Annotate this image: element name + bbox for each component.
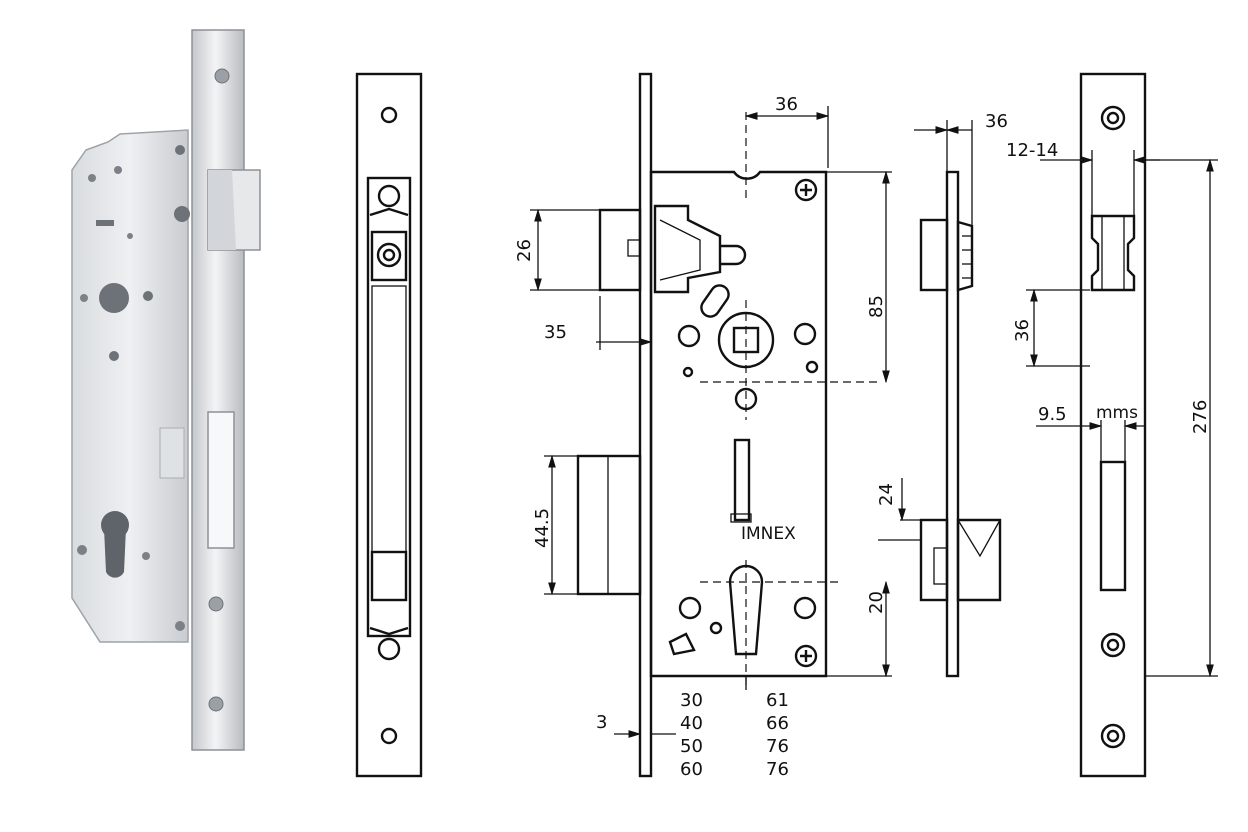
case-depth-value: 66: [766, 713, 789, 734]
case-depth-value: 61: [766, 690, 789, 711]
backset-value: 30: [680, 690, 703, 711]
dim-forend-to-spindle: 35: [544, 322, 567, 343]
dim-backset-depth: 36: [985, 111, 1008, 132]
mortise-lock-photo: [71, 29, 261, 751]
lock-edge-view: 36 24: [876, 111, 1008, 678]
backset-table: 30 61 40 66 50 76 60 76: [680, 676, 789, 780]
dim-forend-length: 276: [1190, 400, 1211, 434]
screw-icon: [1100, 632, 1126, 658]
screw-hole-icon: [380, 727, 398, 745]
dim-strike-width: 12-14: [1006, 140, 1058, 161]
backset-value: 40: [680, 713, 703, 734]
dim-deadbolt-offset: 20: [866, 591, 887, 614]
lock-body-side-view: IMNEX: [576, 72, 880, 778]
dim-spindle-to-cylinder: 85: [866, 295, 887, 318]
dim-pocket-label: mms: [1096, 403, 1138, 423]
dim-latch-height: 26: [514, 239, 535, 262]
dim-pocket-offset: 9.5: [1038, 404, 1067, 425]
case-depth-value: 76: [766, 736, 789, 757]
brand-mark: IMNEX: [741, 524, 796, 544]
screw-hole-icon: [380, 106, 398, 124]
main-view-dimensions: 36 26 35 85 44.5 3 20: [514, 94, 892, 738]
dim-case-offset: 36: [775, 94, 798, 115]
screw-icon: [1100, 723, 1126, 749]
forend-front-view: [355, 72, 423, 778]
dim-strike-hole-spacing: 36: [1012, 319, 1033, 342]
backset-value: 60: [680, 759, 703, 780]
strike-plate: 12-14 36 9.5 mms 276: [1006, 72, 1218, 778]
dim-deadbolt-height: 24: [876, 483, 897, 506]
case-depth-value: 76: [766, 759, 789, 780]
dim-forend-thickness: 3: [596, 712, 607, 733]
screw-icon: [1100, 105, 1126, 131]
dim-bolt-throw: 44.5: [532, 508, 553, 548]
backset-value: 50: [680, 736, 703, 757]
